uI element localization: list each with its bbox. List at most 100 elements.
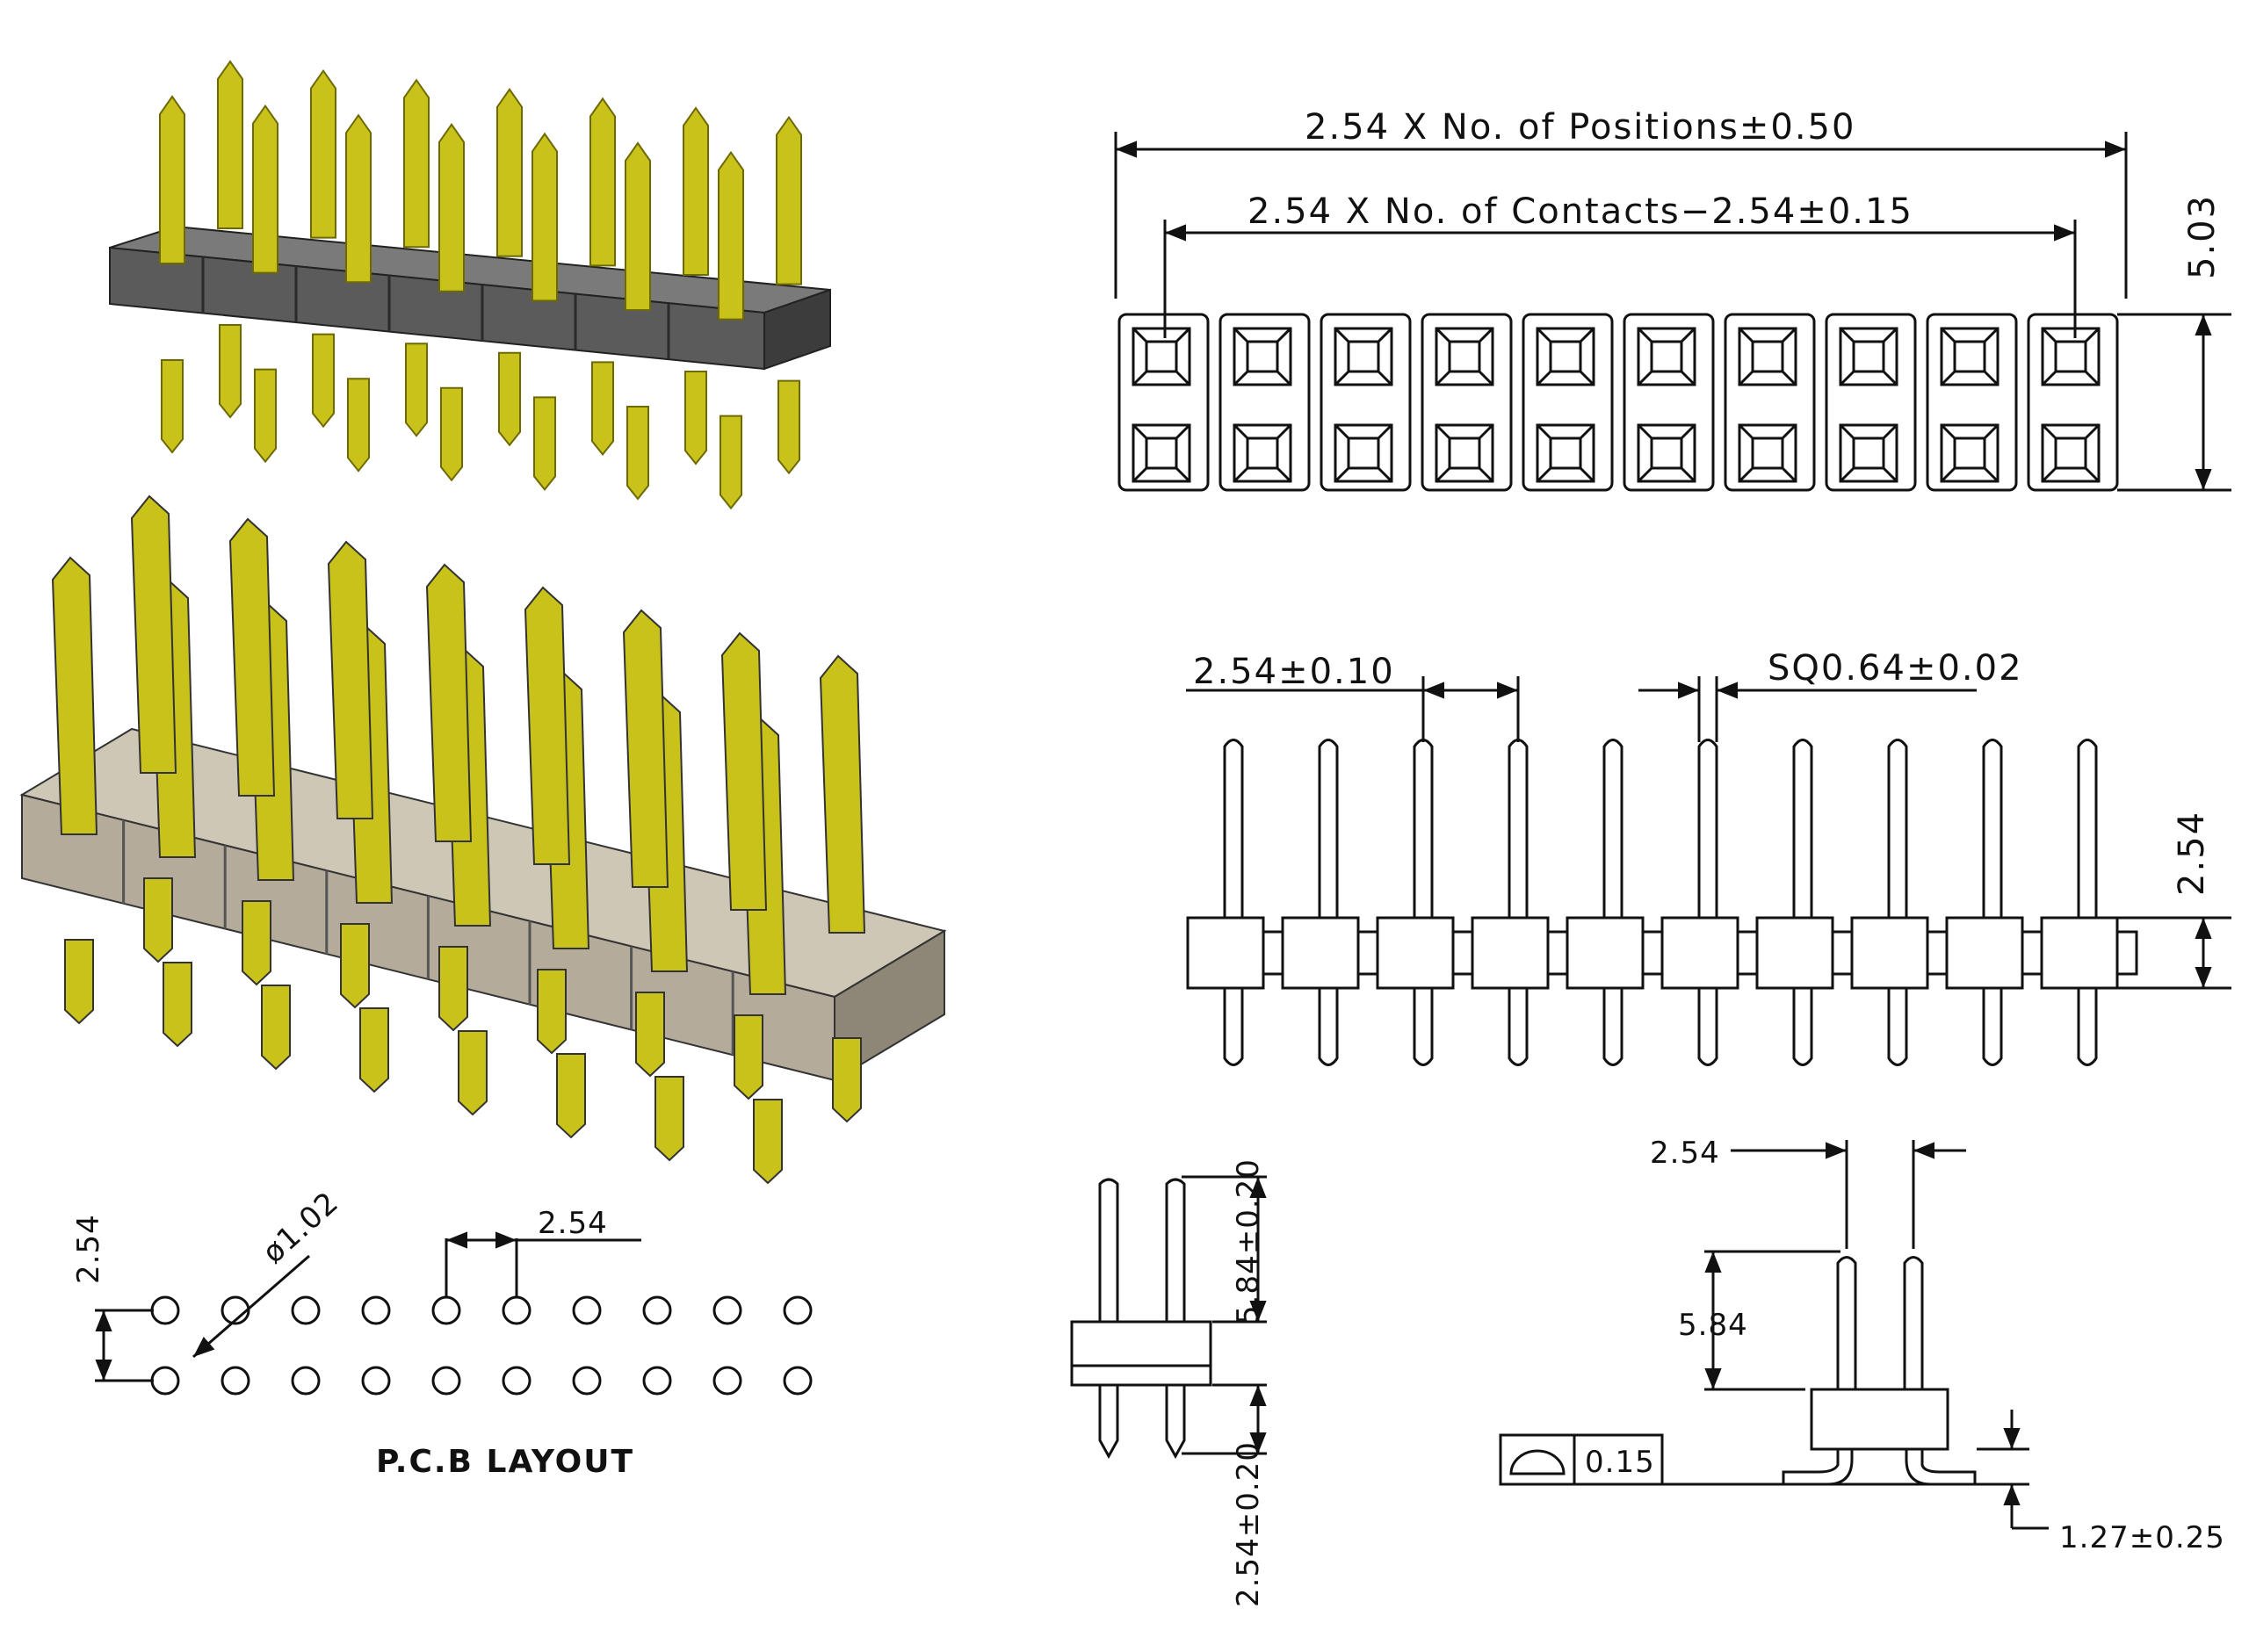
pin-chamfer bbox=[1940, 327, 1956, 343]
pin-chamfer bbox=[1738, 466, 1754, 483]
pin-lower bbox=[438, 946, 468, 1032]
housing-cell bbox=[1219, 313, 1311, 492]
pin-upper bbox=[625, 141, 651, 311]
pin-chamfer bbox=[1738, 327, 1754, 343]
pin-chamfer bbox=[1175, 327, 1191, 343]
pin-chamfer bbox=[1680, 370, 1696, 386]
pin-chamfer bbox=[1377, 423, 1393, 440]
pcb-hole bbox=[642, 1366, 672, 1396]
pin-upper bbox=[1887, 739, 1908, 918]
pcb-hole-leader bbox=[192, 1254, 310, 1359]
pin-lower bbox=[1223, 988, 1244, 1066]
pin-lower bbox=[498, 351, 521, 447]
pin-chamfer bbox=[1377, 466, 1393, 483]
pin-upper bbox=[1982, 739, 2003, 918]
pin-square-outer bbox=[1940, 423, 2000, 483]
housing-cell bbox=[1724, 313, 1816, 492]
pin-lower bbox=[1982, 988, 2003, 1066]
pcb-hole bbox=[431, 1366, 461, 1396]
pin-chamfer bbox=[2084, 423, 2101, 440]
pin-chamfer bbox=[1940, 370, 1956, 386]
pin-square-inner bbox=[1650, 340, 1683, 373]
pin-chamfer bbox=[2041, 370, 2057, 386]
pin-chamfer bbox=[1334, 423, 1350, 440]
pcb-hole bbox=[221, 1366, 250, 1396]
pin-lower bbox=[219, 324, 242, 419]
pin-chamfer bbox=[1680, 327, 1696, 343]
pin-chamfer bbox=[2041, 423, 2057, 440]
pin-upper bbox=[51, 556, 98, 835]
pin-chamfer bbox=[1983, 370, 2000, 386]
pin-chamfer bbox=[1478, 327, 1494, 343]
pin-square-outer bbox=[1536, 327, 1595, 386]
housing-cell bbox=[1522, 313, 1614, 492]
housing-bridge bbox=[1451, 930, 1474, 976]
side-upper-label: 5.84±0.20 bbox=[1231, 1158, 1266, 1324]
housing-block bbox=[1376, 916, 1455, 990]
smt-foot-right bbox=[1905, 1449, 1977, 1486]
pcb-hole bbox=[572, 1366, 602, 1396]
pin-upper bbox=[327, 540, 374, 819]
pin-square-outer bbox=[1637, 423, 1696, 483]
pcb-hole bbox=[572, 1295, 602, 1325]
pin-upper bbox=[1223, 739, 1244, 918]
pin-upper bbox=[345, 113, 372, 284]
pin-square-outer bbox=[1435, 423, 1494, 483]
pin-upper bbox=[718, 150, 744, 321]
pin-lower bbox=[1318, 988, 1339, 1066]
pin-chamfer bbox=[1132, 370, 1148, 386]
pin-upper bbox=[496, 88, 523, 257]
pin-chamfer bbox=[1839, 327, 1855, 343]
housing-bridge bbox=[2115, 930, 2138, 976]
pin-chamfer bbox=[1276, 466, 1292, 483]
housing-bridge bbox=[1641, 930, 1664, 976]
pin-upper bbox=[310, 69, 336, 239]
housing-bridge bbox=[1831, 930, 1854, 976]
pin-upper bbox=[1792, 739, 1813, 918]
pin-chamfer bbox=[2041, 327, 2057, 343]
pin-chamfer bbox=[1478, 423, 1494, 440]
pcb-hole bbox=[431, 1295, 461, 1325]
coplanarity-value: 0.15 bbox=[1585, 1445, 1655, 1480]
pin-square-inner bbox=[1852, 436, 1885, 470]
pcb-hole bbox=[502, 1366, 532, 1396]
pin-lower bbox=[440, 386, 463, 482]
pin-chamfer bbox=[1882, 466, 1898, 483]
pin-upper bbox=[1413, 739, 1434, 918]
pin-upper bbox=[532, 132, 558, 302]
pin-chamfer bbox=[1334, 327, 1350, 343]
pin-chamfer bbox=[1738, 370, 1754, 386]
pin-square-outer bbox=[1334, 423, 1393, 483]
pin-chamfer bbox=[1435, 370, 1451, 386]
pin-lower bbox=[1602, 988, 1623, 1066]
pin-upper bbox=[524, 586, 571, 865]
pin-lower bbox=[720, 415, 742, 510]
pin-chamfer bbox=[1233, 423, 1249, 440]
side-pin-upper bbox=[1165, 1178, 1186, 1322]
housing-cell bbox=[1320, 313, 1412, 492]
pin-chamfer bbox=[1132, 327, 1148, 343]
pin-upper bbox=[1602, 739, 1623, 918]
pin-chamfer bbox=[1579, 370, 1595, 386]
pin-chamfer bbox=[1781, 466, 1797, 483]
pin-square-inner bbox=[1347, 340, 1380, 373]
pin-chamfer bbox=[1781, 370, 1797, 386]
pin-square-outer bbox=[2041, 327, 2101, 386]
pin-chamfer bbox=[2084, 327, 2101, 343]
pin-square-inner bbox=[1953, 340, 1986, 373]
pin-square-inner bbox=[2054, 340, 2087, 373]
pin-upper bbox=[217, 60, 243, 229]
pin-lower bbox=[635, 992, 665, 1078]
pin-chamfer bbox=[1579, 327, 1595, 343]
housing-bridge bbox=[1926, 930, 1949, 976]
dim-body-label: 2.54 bbox=[2172, 811, 2212, 896]
pcb-hole bbox=[150, 1295, 180, 1325]
pin-chamfer bbox=[1680, 466, 1696, 483]
pin-lower bbox=[261, 985, 291, 1071]
housing-bridge bbox=[2021, 930, 2043, 976]
pin-upper bbox=[252, 104, 278, 274]
dim-positions-label: 2.54 X No. of Positions±0.50 bbox=[1305, 107, 1855, 148]
pin-lower bbox=[1792, 988, 1813, 1066]
